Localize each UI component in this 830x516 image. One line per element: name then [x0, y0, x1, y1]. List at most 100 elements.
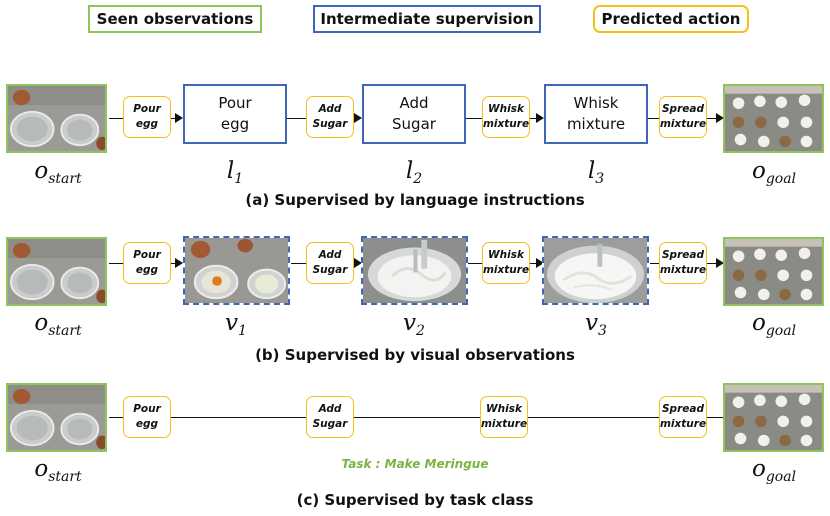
- action-label-line1: Pour: [133, 103, 161, 115]
- action-label-line2: mixture: [659, 118, 707, 130]
- label-l2: l2: [389, 158, 439, 187]
- start-observation-image: [6, 84, 107, 153]
- visual-observation-3: [542, 236, 649, 305]
- subscript-goal: goal: [765, 171, 797, 187]
- subscript-1: 1: [238, 323, 247, 339]
- label-o-goal: ogoal: [724, 310, 824, 339]
- label-v1: v1: [211, 310, 261, 339]
- instruction-line2: Sugar: [392, 115, 436, 133]
- instruction-line1: Whisk: [573, 94, 619, 112]
- row-task-class-supervision: Pour egg Add Sugar Whisk mixture Spread …: [0, 379, 830, 516]
- subscript-goal: goal: [765, 469, 797, 485]
- action-label-line1: Spread: [662, 249, 704, 261]
- action-spread-mixture: Spread mixture: [659, 96, 707, 138]
- label-o-start: ostart: [8, 158, 108, 187]
- action-label-line2: Sugar: [312, 418, 348, 430]
- caption-b: (b) Supervised by visual observations: [255, 346, 575, 364]
- action-add-sugar: Add Sugar: [306, 242, 354, 284]
- instruction-line2: egg: [220, 115, 250, 133]
- caption-a: (a) Supervised by language instructions: [245, 191, 585, 209]
- symbol-o: o: [751, 310, 766, 336]
- instruction-line1: Pour: [218, 94, 252, 112]
- action-label-line2: mixture: [480, 418, 528, 430]
- action-label-line1: Spread: [662, 103, 704, 115]
- action-pour-egg: Pour egg: [123, 242, 171, 284]
- start-observation-image: [6, 237, 107, 306]
- action-pour-egg: Pour egg: [123, 396, 171, 438]
- subscript-start: start: [48, 323, 82, 339]
- action-label-line1: Add: [318, 249, 342, 261]
- label-l3: l3: [571, 158, 621, 187]
- action-label-line1: Whisk: [486, 403, 522, 415]
- start-observation-image: [6, 383, 107, 452]
- action-label-line1: Add: [318, 103, 342, 115]
- symbol-v: v: [225, 310, 239, 336]
- legend-intermediate-supervision: Intermediate supervision: [313, 5, 541, 33]
- instruction-line1: Add: [399, 94, 429, 112]
- task-class-label: Task : Make Meringue: [341, 457, 489, 471]
- action-label-line2: Sugar: [312, 118, 348, 130]
- symbol-l: l: [226, 158, 235, 184]
- action-label-line1: Pour: [133, 249, 161, 261]
- action-spread-mixture: Spread mixture: [659, 396, 707, 438]
- instruction-line2: mixture: [566, 115, 626, 133]
- action-label-line1: Add: [318, 403, 342, 415]
- symbol-o: o: [751, 158, 766, 184]
- row-visual-supervision: Pour egg Add Sugar Whisk mixture: [0, 228, 830, 368]
- symbol-o: o: [34, 310, 49, 336]
- action-whisk-mixture: Whisk mixture: [482, 242, 530, 284]
- label-o-start: ostart: [8, 456, 108, 485]
- legend-predicted-action: Predicted action: [593, 5, 749, 33]
- action-whisk-mixture: Whisk mixture: [482, 96, 530, 138]
- action-label-line2: mixture: [659, 264, 707, 276]
- symbol-v: v: [585, 310, 599, 336]
- subscript-start: start: [48, 469, 82, 485]
- language-instruction-1: Pour egg: [183, 84, 287, 144]
- row-language-supervision: Pour egg Pour egg Add Sugar Add Sugar Wh…: [0, 76, 830, 216]
- action-add-sugar: Add Sugar: [306, 396, 354, 438]
- symbol-l: l: [405, 158, 414, 184]
- subscript-start: start: [48, 171, 82, 187]
- subscript-2: 2: [413, 171, 423, 187]
- label-v3: v3: [571, 310, 621, 339]
- visual-observation-1: [183, 236, 290, 305]
- legend-seen-observations: Seen observations: [88, 5, 262, 33]
- label-l1: l1: [210, 158, 260, 187]
- symbol-o: o: [751, 456, 766, 482]
- goal-observation-image: [723, 237, 824, 306]
- subscript-3: 3: [595, 171, 605, 187]
- action-label-line2: egg: [135, 264, 159, 276]
- subscript-goal: goal: [765, 323, 797, 339]
- visual-observation-2: [361, 236, 468, 305]
- goal-observation-image: [723, 383, 824, 452]
- subscript-2: 2: [416, 323, 425, 339]
- label-o-goal: ogoal: [724, 456, 824, 485]
- symbol-v: v: [403, 310, 417, 336]
- action-label-line2: egg: [135, 118, 159, 130]
- label-o-goal: ogoal: [724, 158, 824, 187]
- caption-c: (c) Supervised by task class: [296, 491, 534, 509]
- action-label-line2: mixture: [482, 118, 530, 130]
- action-label-line2: mixture: [659, 418, 707, 430]
- action-label-line2: Sugar: [312, 264, 348, 276]
- subscript-1: 1: [234, 171, 244, 187]
- label-o-start: ostart: [8, 310, 108, 339]
- action-whisk-mixture: Whisk mixture: [480, 396, 528, 438]
- label-v2: v2: [389, 310, 439, 339]
- action-label-line1: Pour: [133, 403, 161, 415]
- symbol-o: o: [34, 456, 49, 482]
- action-label-line2: mixture: [482, 264, 530, 276]
- action-label-line1: Whisk: [488, 249, 524, 261]
- symbol-l: l: [587, 158, 596, 184]
- subscript-3: 3: [598, 323, 607, 339]
- language-instruction-3: Whisk mixture: [544, 84, 648, 144]
- action-add-sugar: Add Sugar: [306, 96, 354, 138]
- action-label-line1: Spread: [662, 403, 704, 415]
- action-label-line1: Whisk: [488, 103, 524, 115]
- symbol-o: o: [34, 158, 49, 184]
- goal-observation-image: [723, 84, 824, 153]
- action-label-line2: egg: [135, 418, 159, 430]
- language-instruction-2: Add Sugar: [362, 84, 466, 144]
- action-pour-egg: Pour egg: [123, 96, 171, 138]
- action-spread-mixture: Spread mixture: [659, 242, 707, 284]
